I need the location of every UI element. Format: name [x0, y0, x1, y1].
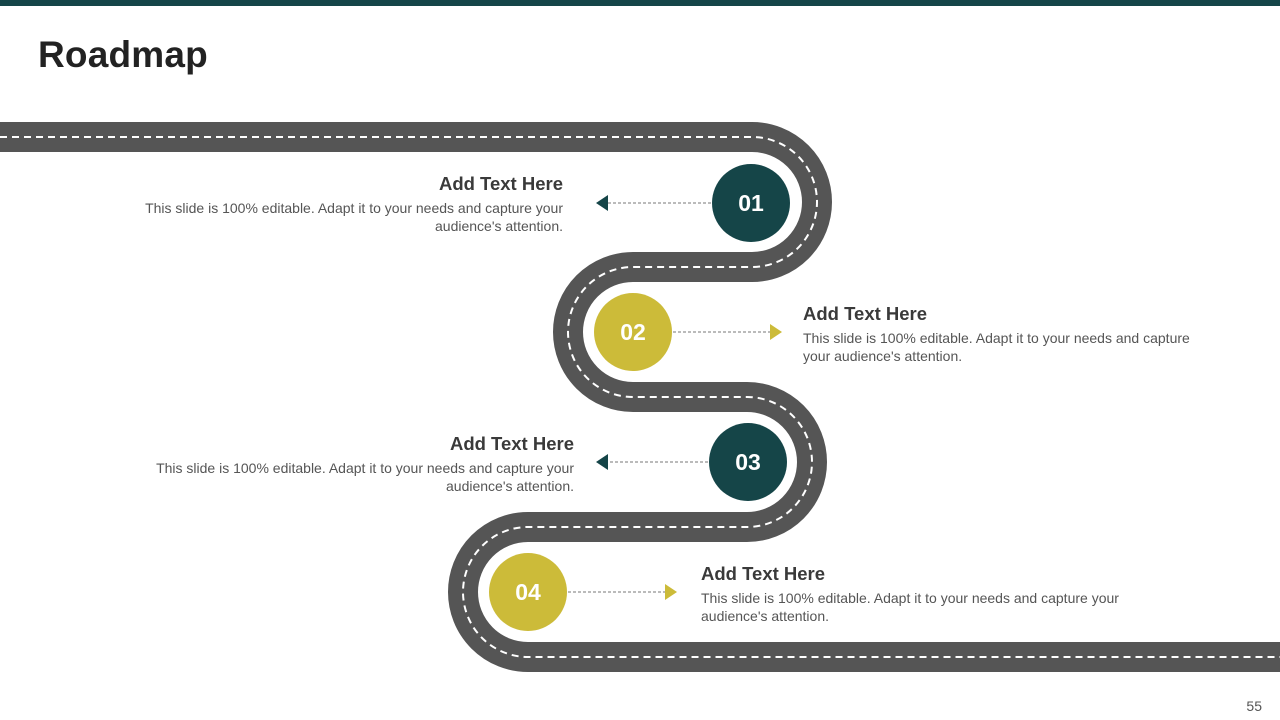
milestone-text-04: Add Text Here This slide is 100% editabl…	[701, 563, 1146, 625]
milestone-node-02: 02	[594, 293, 672, 371]
milestone-heading: Add Text Here	[701, 563, 826, 584]
arrow-right-icon	[665, 584, 677, 600]
arrow-right-icon	[770, 324, 782, 340]
road-center-line	[0, 136, 1280, 658]
milestone-heading: Add Text Here	[449, 433, 574, 454]
milestone-node-01: 01	[712, 164, 790, 242]
milestone-body: This slide is 100% editable. Adapt it to…	[156, 460, 574, 494]
milestone-number: 04	[515, 578, 541, 605]
arrow-left-icon	[596, 454, 608, 470]
milestone-text-02: Add Text Here This slide is 100% editabl…	[803, 303, 1215, 365]
milestone-text-03: Add Text Here This slide is 100% editabl…	[131, 433, 574, 495]
milestone-heading: Add Text Here	[438, 173, 563, 194]
milestone-text-01: Add Text Here This slide is 100% editabl…	[120, 173, 563, 235]
milestone-number: 03	[735, 448, 761, 475]
milestone-number: 01	[738, 189, 764, 216]
page-title: Roadmap	[38, 34, 208, 75]
arrow-left-icon	[596, 195, 608, 211]
milestone-number: 02	[620, 318, 646, 345]
milestone-body: This slide is 100% editable. Adapt it to…	[145, 200, 563, 234]
milestone-body: This slide is 100% editable. Adapt it to…	[701, 590, 1119, 624]
milestone-body: This slide is 100% editable. Adapt it to…	[803, 330, 1190, 364]
page-number: 55	[1246, 698, 1262, 714]
milestone-node-03: 03	[709, 423, 787, 501]
milestone-node-04: 04	[489, 553, 567, 631]
milestone-heading: Add Text Here	[803, 303, 928, 324]
top-accent-bar	[0, 0, 1280, 6]
